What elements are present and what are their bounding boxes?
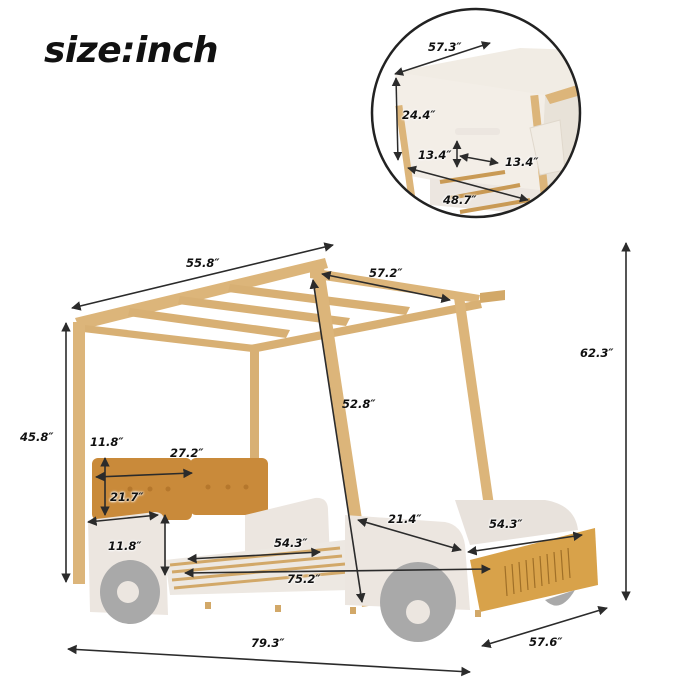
dim-headboard-height: 45.8″ — [20, 430, 54, 444]
dim-front-width: 54.3″ — [489, 517, 523, 531]
dim-window-width: 13.4″ — [505, 155, 539, 169]
dim-overall-length: 79.3″ — [251, 636, 285, 650]
dim-roof-length: 55.8″ — [186, 256, 220, 270]
dim-slat-length: 75.2″ — [287, 572, 321, 586]
dim-overall-height: 62.3″ — [580, 346, 614, 360]
dim-canopy-length: 57.3″ — [428, 40, 462, 54]
dim-cushion-width: 27.2″ — [170, 446, 204, 460]
dim-front-panel-length: 21.4″ — [388, 512, 422, 526]
size-unit-title: size:inch — [44, 30, 218, 71]
dim-slat-width: 54.3″ — [274, 536, 308, 550]
wheel-hub — [117, 581, 139, 603]
dim-side-panel-height: 11.8″ — [108, 539, 142, 553]
dim-canopy-base: 48.7″ — [443, 193, 477, 207]
dim-roof-width: 57.2″ — [369, 266, 403, 280]
dim-side-panel-width: 21.7″ — [110, 490, 144, 504]
rear-inner-post — [250, 345, 259, 515]
headboard-cushion — [92, 458, 192, 520]
rear-post — [73, 322, 85, 584]
front-post-far — [454, 296, 494, 507]
dim-post-length: 52.8″ — [342, 397, 376, 411]
wheel-hub — [406, 600, 430, 624]
inset-detail-view — [370, 7, 582, 219]
dim-canopy-height: 24.4″ — [402, 108, 436, 122]
car-bed-main-view — [61, 242, 631, 677]
rolled-window-flap — [455, 128, 500, 135]
dim-overall-width: 57.6″ — [529, 635, 563, 649]
dim-window-height: 13.4″ — [418, 148, 452, 162]
dim-cushion-height: 11.8″ — [90, 435, 124, 449]
